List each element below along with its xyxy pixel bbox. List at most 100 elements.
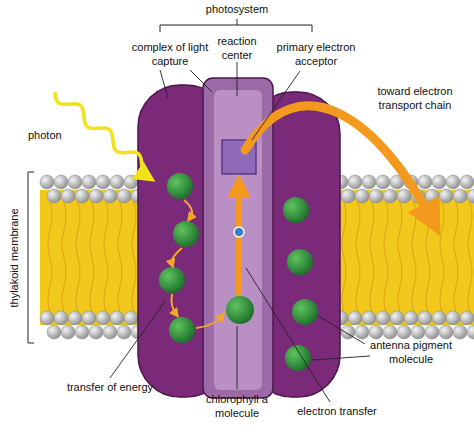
lipid-head [376, 175, 390, 189]
pigment-molecule [159, 267, 185, 293]
lipid-head [355, 325, 369, 339]
lipid-head [75, 325, 89, 339]
lipid-head [68, 175, 82, 189]
group-label: photosystem [187, 2, 287, 16]
lipid-head [54, 175, 68, 189]
lipid-head [117, 325, 131, 339]
leader-line [237, 62, 238, 96]
lipid-head [439, 325, 453, 339]
lipid-head [425, 325, 439, 339]
lipid-head [467, 189, 474, 203]
lipid-head [390, 311, 404, 325]
membrane-bracket [28, 172, 34, 343]
lipid-tail [118, 202, 122, 312]
lipid-head [460, 311, 474, 325]
leader-line [312, 356, 370, 360]
lipid-head [376, 311, 390, 325]
leader-line [252, 71, 300, 140]
lipid-tail [454, 202, 458, 312]
lipid-head [89, 325, 103, 339]
pigment-molecule [283, 197, 309, 223]
lipid-head [61, 189, 75, 203]
pigment-molecule [169, 317, 195, 343]
part-label: chlorophyll a molecule [192, 392, 282, 420]
lipid-head [47, 189, 61, 203]
lipid-head [75, 189, 89, 203]
lipid-head [82, 175, 96, 189]
pigment-molecule [167, 173, 193, 199]
process-label: electron transfer [282, 404, 392, 418]
lipid-head [103, 325, 117, 339]
lipid-head [397, 189, 411, 203]
lipid-head [96, 311, 110, 325]
lipid-head [54, 311, 68, 325]
pigment-molecule [292, 299, 318, 325]
lipid-head [369, 189, 383, 203]
antenna-pigments [159, 173, 318, 371]
part-label: antenna pigment molecule [356, 338, 466, 366]
lipid-head [425, 189, 439, 203]
lipid-tail [62, 202, 66, 312]
lipid-head [432, 311, 446, 325]
lipid-head [124, 311, 138, 325]
lipid-tail [48, 202, 52, 312]
electron-transfer-arrow [236, 186, 242, 295]
lipid-head [362, 175, 376, 189]
lipid-head [404, 311, 418, 325]
pigment-molecule [173, 221, 199, 247]
lipid-tail [132, 202, 136, 312]
part-label: complex of light capture [128, 40, 212, 68]
energy-arrow [184, 200, 192, 218]
leader-line [190, 70, 212, 92]
protein-complex [138, 78, 340, 398]
lipid-head [82, 311, 96, 325]
lipid-head [369, 325, 383, 339]
leader-lines [110, 62, 370, 402]
lipid-head [348, 311, 362, 325]
lipid-head [460, 175, 474, 189]
lipid-tail [356, 202, 360, 312]
lipid-head [96, 175, 110, 189]
lipid-tail [440, 202, 444, 312]
note-label: toward electron transport chain [362, 84, 468, 112]
part-label: primary electron acceptor [268, 40, 364, 68]
lipid-head [355, 189, 369, 203]
region-label: thylakoid membrane [7, 183, 21, 333]
photosystem-bracket [160, 19, 312, 32]
lipid-head [40, 175, 54, 189]
process-label: transfer of energy [50, 380, 170, 394]
lipid-head [432, 175, 446, 189]
lipid-head [418, 311, 432, 325]
lipid-tail [90, 202, 94, 312]
lipid-head [40, 311, 54, 325]
lipid-head [411, 325, 425, 339]
lipid-tail [342, 202, 346, 312]
pigment-molecule [285, 345, 311, 371]
leader-line [246, 268, 330, 402]
lipid-head [124, 175, 138, 189]
lipid-tail [412, 202, 416, 312]
lipid-head [110, 311, 124, 325]
lipid-head [446, 311, 460, 325]
lipid-head [439, 189, 453, 203]
lipid-head [362, 311, 376, 325]
leader-line [237, 326, 238, 389]
lipid-head [453, 325, 467, 339]
lipid-head [89, 189, 103, 203]
photon-wave [55, 92, 147, 176]
transport-chain-arrow [245, 106, 432, 220]
lipid-tail [104, 202, 108, 312]
lipid-head [110, 175, 124, 189]
lipid-head [103, 189, 117, 203]
energy-arrow [172, 294, 177, 314]
part-label: photon [28, 128, 76, 142]
lipid-head [397, 325, 411, 339]
lipid-tail [468, 202, 472, 312]
part-label: reaction center [205, 34, 269, 62]
energy-arrow [172, 248, 182, 264]
pigment-molecule [287, 249, 313, 275]
lipid-head [117, 189, 131, 203]
lipid-head [47, 325, 61, 339]
leader-line [160, 70, 168, 98]
